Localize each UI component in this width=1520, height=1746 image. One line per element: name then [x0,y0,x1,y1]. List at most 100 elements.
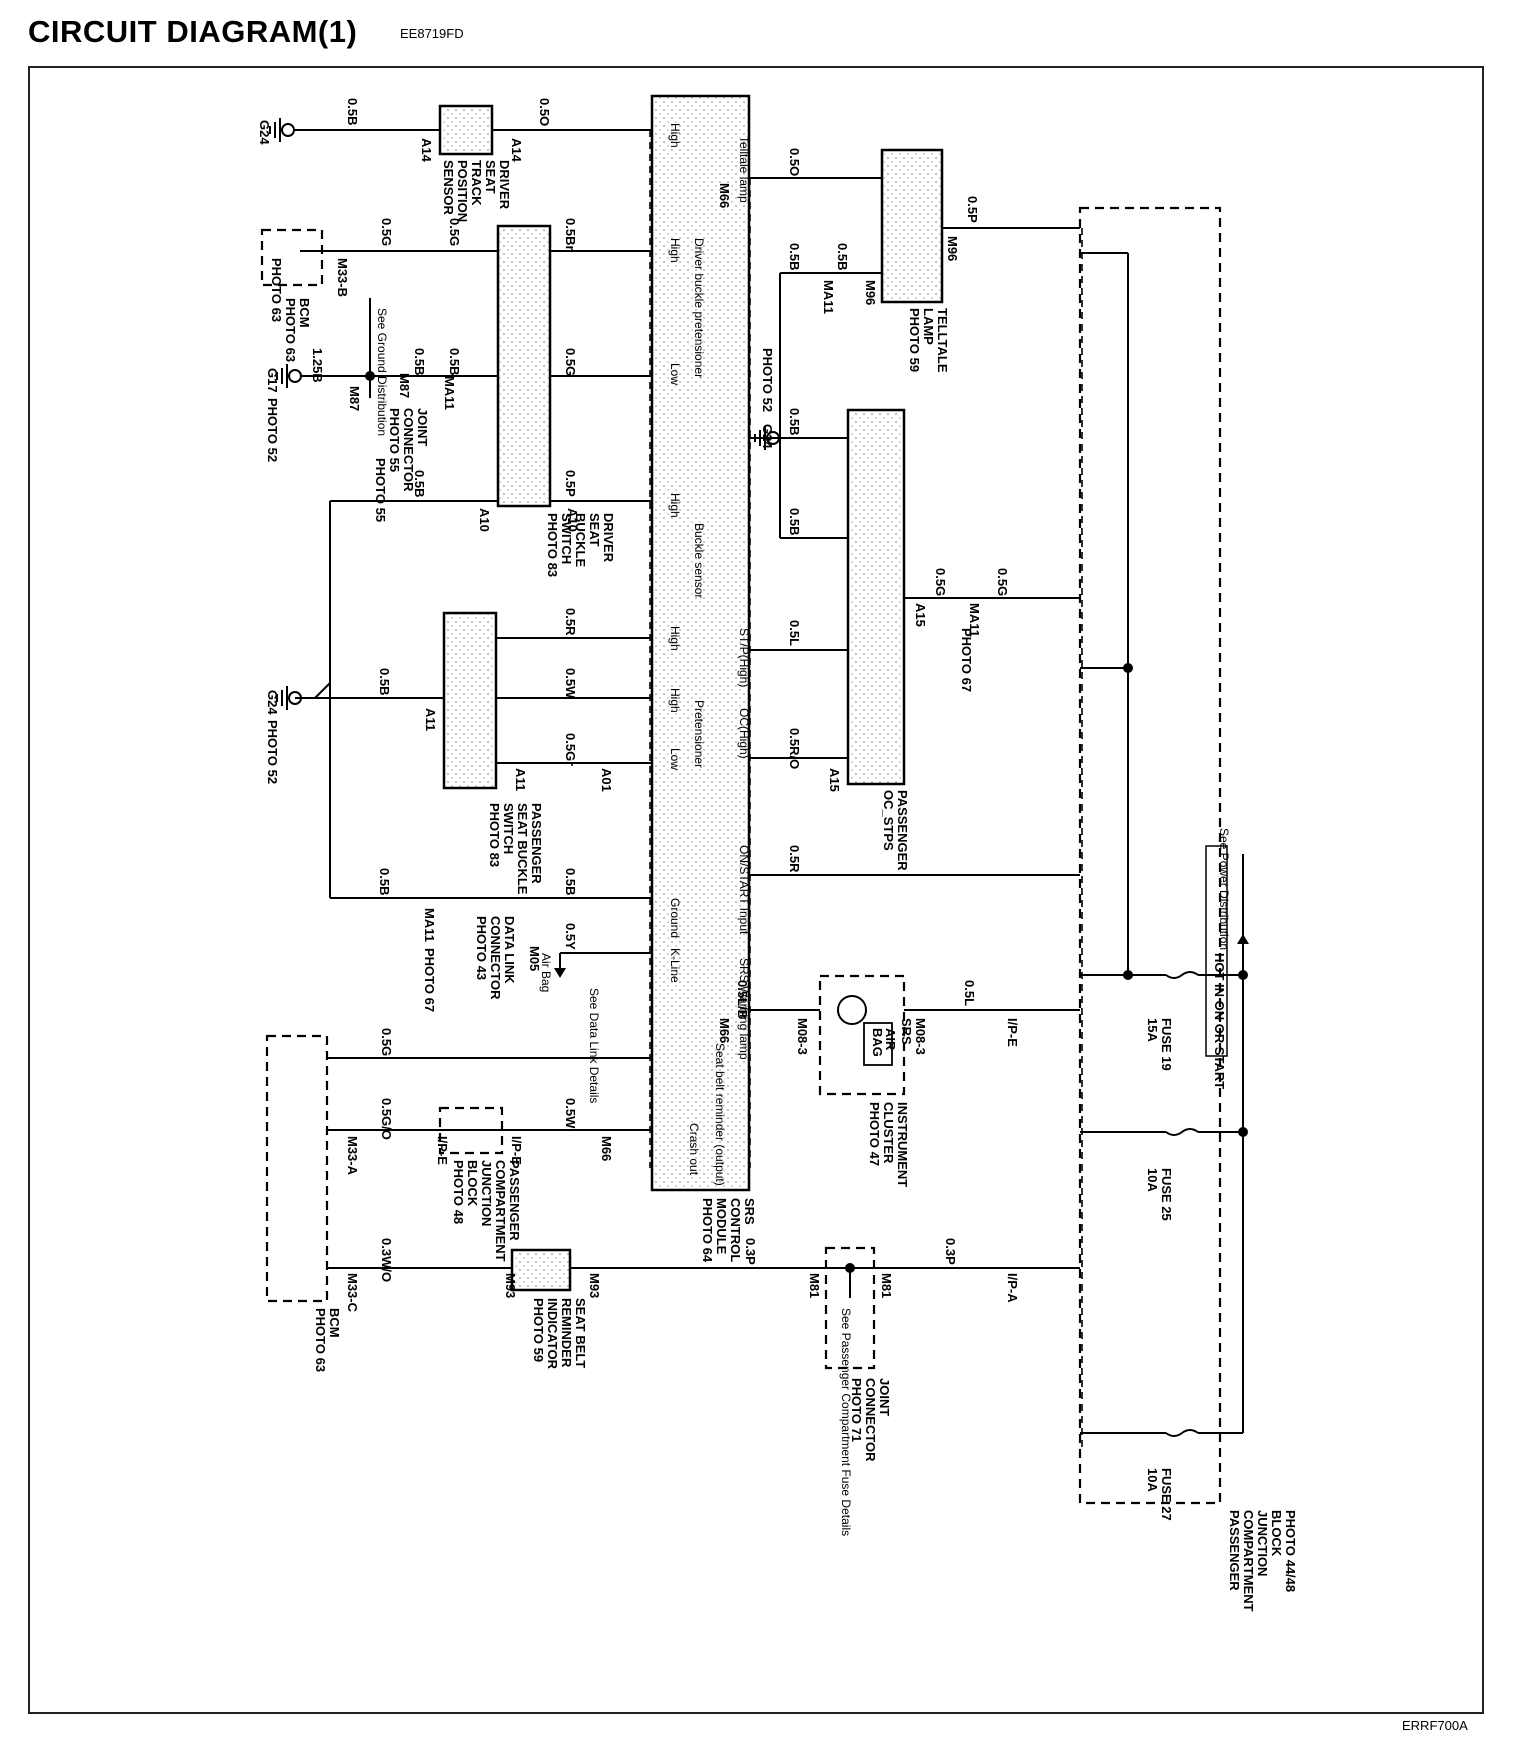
svg-text:M33-A: M33-A [345,1136,360,1176]
svg-text:0.5B: 0.5B [563,868,578,895]
svg-text:AIR: AIR [883,1028,898,1051]
svg-text:OC(High): OC(High) [737,708,751,759]
svg-text:0.5Y: 0.5Y [563,923,578,950]
svg-text:CLUSTER: CLUSTER [881,1102,896,1164]
svg-text:0.5G: 0.5G [447,218,462,246]
svg-text:0.5B: 0.5B [787,508,802,535]
svg-text:LAMP: LAMP [921,308,936,345]
svg-text:M08-3: M08-3 [913,1018,928,1055]
svg-text:0.5B: 0.5B [377,668,392,695]
svg-text:BCM: BCM [327,1308,342,1338]
svg-text:INSTRUMENT: INSTRUMENT [895,1102,910,1187]
svg-text:High: High [668,238,682,263]
svg-text:PASSENGER: PASSENGER [1227,1510,1242,1591]
data-link-connector: DATA LINK CONNECTOR PHOTO 43 Air Bag See… [450,897,652,1103]
svg-text:PHOTO 59: PHOTO 59 [531,1298,546,1362]
svg-text:0.5B: 0.5B [787,243,802,270]
svg-text:PHOTO 55: PHOTO 55 [373,458,388,522]
svg-text:See Data Link Details: See Data Link Details [587,988,601,1103]
svg-text:15A: 15A [1145,1018,1160,1042]
svg-text:0.3W/O: 0.3W/O [379,1238,394,1282]
svg-text:0.5G: 0.5G [379,218,394,246]
svg-text:10A: 10A [1145,1168,1160,1192]
svg-text:0.5B: 0.5B [835,243,850,270]
svg-text:See Ground Distribution: See Ground Distribution [375,308,389,436]
svg-text:PHOTO 83: PHOTO 83 [487,803,502,867]
svg-text:TELLTALE: TELLTALE [935,308,950,373]
svg-text:Pretensioner: Pretensioner [692,700,706,768]
fuse-19: FUSE 19 15A [1145,971,1199,1071]
svg-text:M66: M66 [717,183,732,208]
svg-text:MA11: MA11 [821,280,836,314]
driver-seat-track-sensor: DRIVER SEAT TRACK POSITION SENSOR [438,104,512,222]
svg-text:CONNECTOR: CONNECTOR [401,408,416,492]
svg-text:I/P-E: I/P-E [435,1136,450,1165]
passenger-seat-buckle-switch: PASSENGER SEAT BUCKLE SWITCH PHOTO 83 [442,611,544,895]
svg-text:A11: A11 [423,708,438,731]
svg-text:A15: A15 [827,768,842,792]
srs-control-module: SRS CONTROL MODULE PHOTO 64 PHOTO 52 Hig… [650,94,775,1263]
svg-text:JOINT: JOINT [877,1378,892,1416]
svg-text:ST/P(High): ST/P(High) [737,628,751,687]
svg-text:M66: M66 [717,1018,732,1043]
svg-text:Low: Low [668,748,682,770]
svg-text:A10: A10 [477,508,492,532]
svg-text:G24: G24 [760,424,775,449]
svg-text:0.5O: 0.5O [787,148,802,176]
svg-text:M05: M05 [527,946,542,971]
svg-text:0.5L: 0.5L [787,620,802,646]
svg-text:M96: M96 [863,280,878,305]
svg-text:M66: M66 [599,1136,614,1161]
svg-text:M93: M93 [587,1273,602,1298]
svg-text:MODULE: MODULE [714,1198,729,1255]
svg-text:DRIVER: DRIVER [601,513,616,563]
svg-text:SRS: SRS [899,1018,914,1045]
svg-text:M87: M87 [397,373,412,398]
svg-text:K-Line: K-Line [668,948,682,983]
svg-text:PHOTO 44/48: PHOTO 44/48 [1283,1510,1298,1592]
ground-g17: G17 PHOTO 52 [265,364,302,462]
svg-text:OC_STPS: OC_STPS [881,790,896,851]
svg-text:0.5Gr: 0.5Gr [563,733,578,766]
svg-text:FUSE 27: FUSE 27 [1159,1468,1174,1521]
svg-text:REMINDER: REMINDER [559,1298,574,1368]
svg-text:PHOTO 52: PHOTO 52 [760,348,775,412]
svg-text:SEAT: SEAT [483,160,498,194]
ground-g24-top: G24 [257,118,295,145]
svg-text:BAG: BAG [870,1028,885,1057]
svg-text:JUNCTION: JUNCTION [479,1160,494,1226]
svg-text:M93: M93 [503,1273,518,1298]
svg-text:PHOTO 59: PHOTO 59 [907,308,922,372]
pcjb-small: PASSENGER COMPARTMENT JUNCTION BLOCK PHO… [438,1106,522,1262]
wire-labels: 0.5B 0.5O 0.5G 0.5G 0.5Br 1.25B 0.5B 0.5… [310,98,1010,1282]
svg-text:MA11: MA11 [442,376,457,410]
svg-text:FUSE 25: FUSE 25 [1159,1168,1174,1221]
svg-text:M08-3: M08-3 [795,1018,810,1055]
svg-text:INDICATOR: INDICATOR [545,1298,560,1370]
svg-text:SENSOR: SENSOR [441,160,456,216]
page-title: CIRCUIT DIAGRAM(1) [28,14,358,49]
svg-text:DRIVER: DRIVER [497,160,512,210]
svg-text:I/P-E: I/P-E [509,1136,524,1165]
svg-text:A14: A14 [509,138,524,163]
svg-text:High: High [668,123,682,148]
svg-text:SWITCH: SWITCH [501,803,516,854]
svg-text:PHOTO 63: PHOTO 63 [283,298,298,362]
svg-text:0.5B: 0.5B [345,98,360,125]
power-bus: HOT IN ON OR START See Power Distributio… [1198,828,1249,1434]
svg-text:0.5B: 0.5B [787,408,802,435]
svg-text:PHOTO 52: PHOTO 52 [265,398,280,462]
svg-text:0.5B: 0.5B [447,348,462,375]
svg-text:0.5G: 0.5G [995,568,1010,596]
svg-text:Low: Low [668,363,682,385]
svg-text:0.5W: 0.5W [563,668,578,699]
fuse-25: FUSE 25 10A [1145,1128,1199,1221]
svg-text:PASSENGER: PASSENGER [507,1160,522,1241]
svg-text:0.5O: 0.5O [537,98,552,126]
ground-g24-right: G24 [754,424,780,450]
svg-text:M33-B: M33-B [335,258,350,297]
diagram-frame [28,66,1484,1714]
svg-text:M33-C: M33-C [345,1273,360,1313]
svg-text:PHOTO 63: PHOTO 63 [269,258,284,322]
svg-text:0.5R/O: 0.5R/O [787,728,802,769]
